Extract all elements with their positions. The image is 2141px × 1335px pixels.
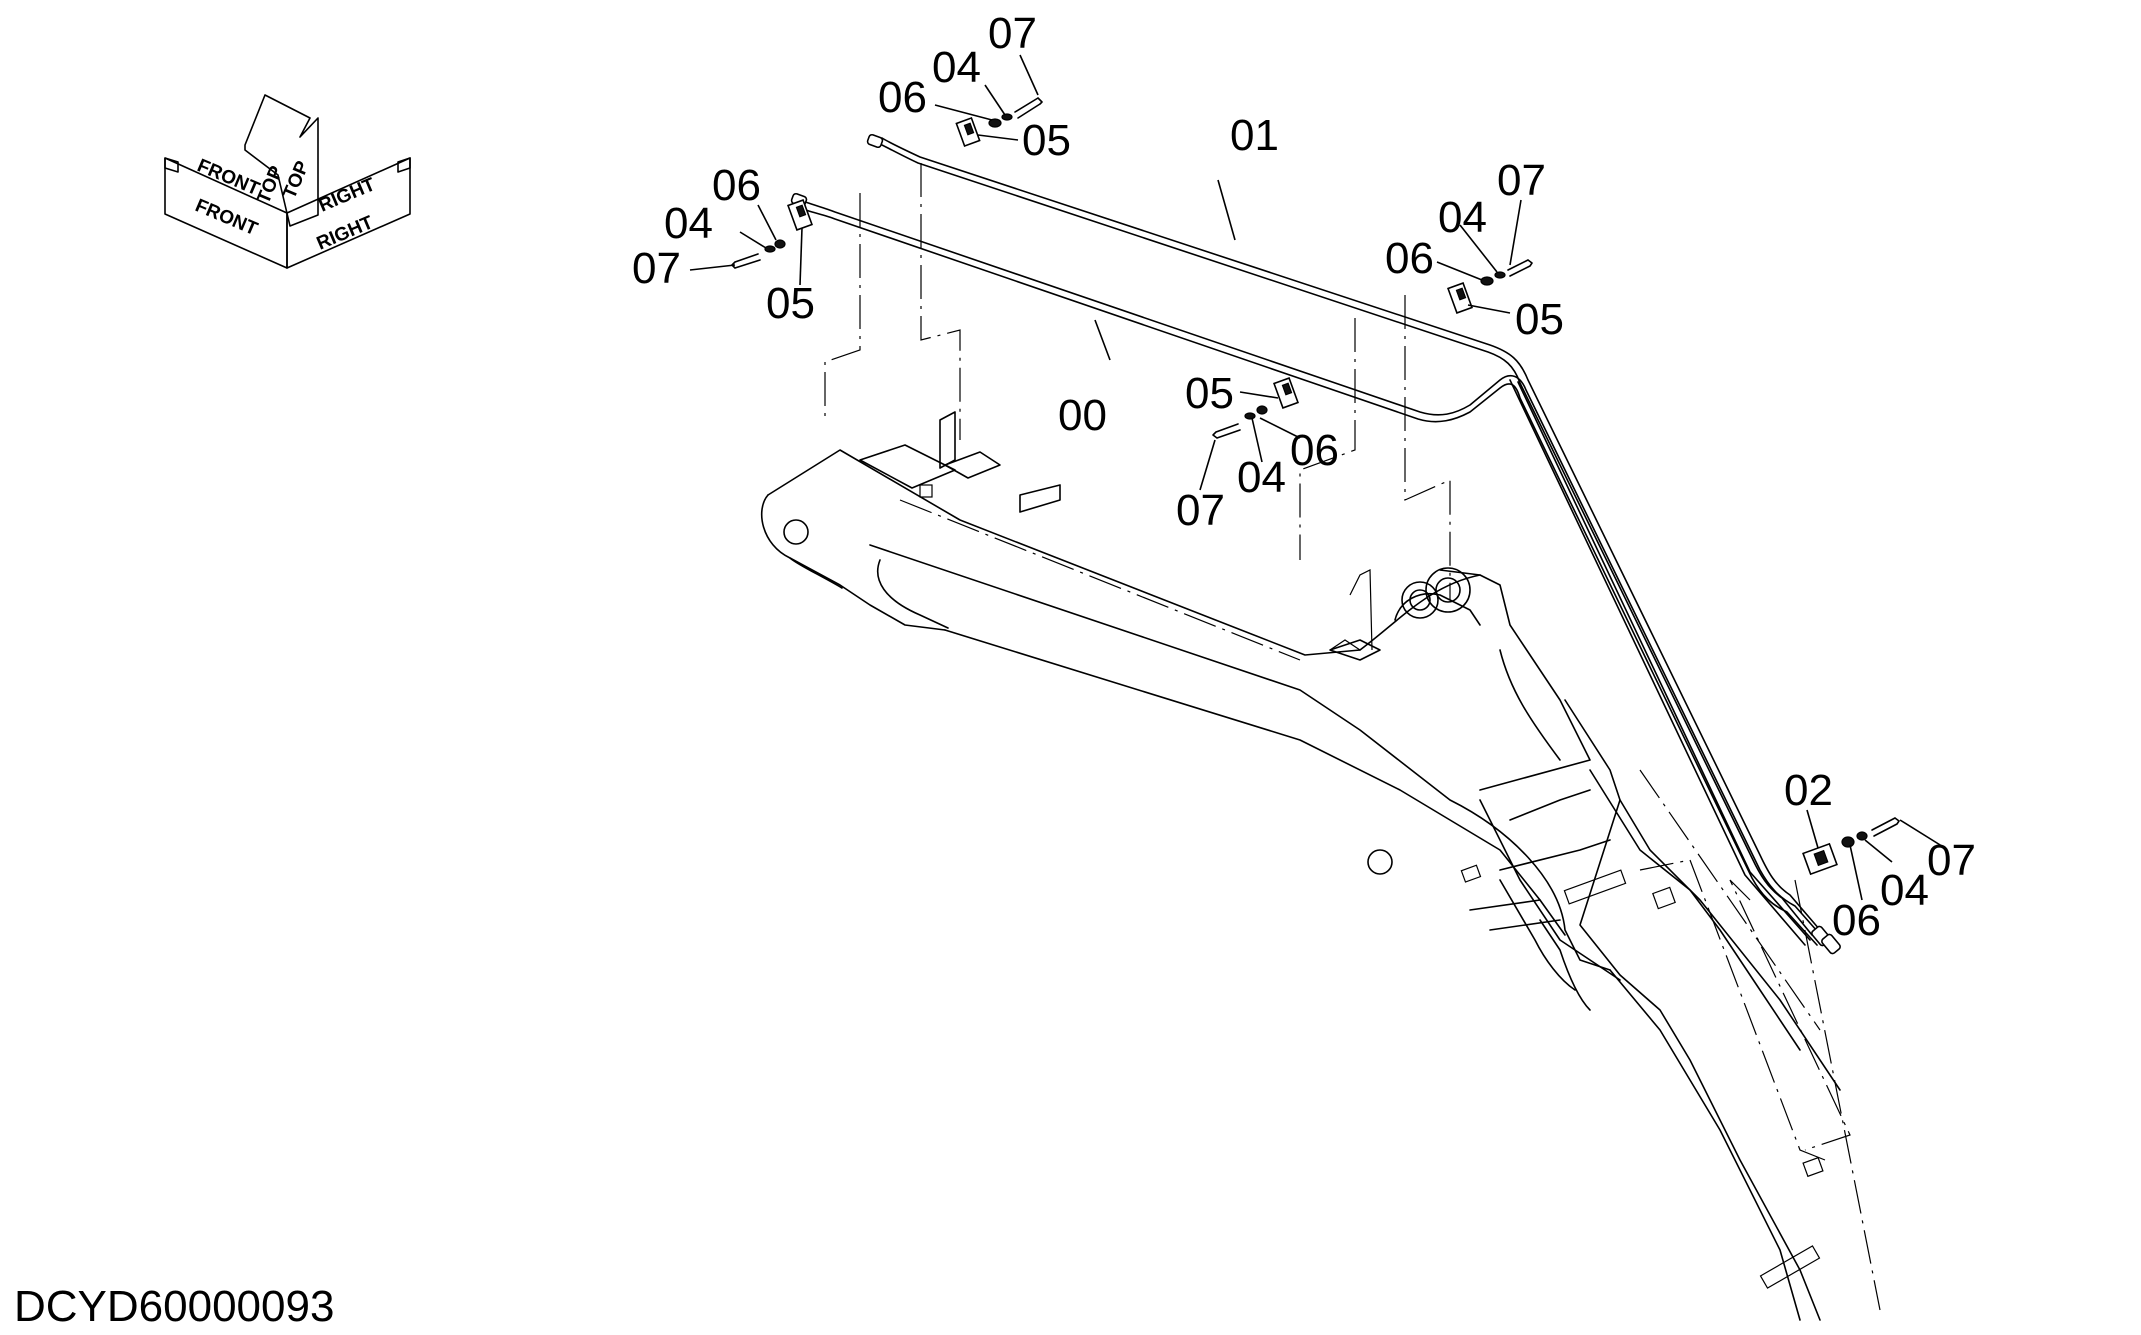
callout-01: 01 (1230, 111, 1279, 160)
callout-05: 05 (1185, 369, 1234, 418)
drawing-code-label: DCYD60000093 (14, 1282, 335, 1331)
front-direction-label: FRONT (192, 195, 261, 240)
callout-06: 06 (878, 73, 927, 122)
callout-05: 05 (766, 279, 815, 328)
callout-04: 04 (664, 199, 713, 248)
callout-04: 04 (1237, 453, 1286, 502)
top-direction-label-mirrored: TOP (279, 158, 314, 202)
callout-04: 04 (1880, 866, 1929, 915)
callout-06: 06 (1385, 234, 1434, 283)
callout-07: 07 (988, 9, 1037, 58)
callout-07: 07 (1927, 836, 1976, 885)
callout-07: 07 (1176, 486, 1225, 535)
clamp-hardware (731, 97, 1900, 876)
right-direction-label: RIGHT (314, 212, 377, 255)
pipe-00 (799, 199, 1826, 941)
callout-06: 06 (1290, 426, 1339, 475)
pipe-assembly (790, 133, 1841, 955)
front-direction-label-mirrored: FRONT (194, 155, 263, 200)
callout-05: 05 (1022, 116, 1071, 165)
pipe-01 (881, 137, 1821, 931)
callout-leader-lines (689, 54, 1946, 901)
callout-labels: 01 00 07 04 06 05 06 04 07 05 07 04 06 0… (632, 9, 1976, 945)
callout-05: 05 (1515, 295, 1564, 344)
callout-02: 02 (1784, 766, 1833, 815)
callout-06: 06 (1832, 896, 1881, 945)
callout-06: 06 (712, 161, 761, 210)
right-direction-label-mirrored: RIGHT (316, 174, 379, 217)
callout-07: 07 (1497, 156, 1546, 205)
assembly-center-lines (824, 163, 1881, 1311)
boom-outline (760, 411, 1841, 1321)
callout-07: 07 (632, 244, 681, 293)
callout-04: 04 (1438, 193, 1487, 242)
callout-04: 04 (932, 43, 981, 92)
callout-00: 00 (1058, 391, 1107, 440)
orientation-cube-symbol: FRONT FRONT TOP TOP RIGHT RIGHT (164, 94, 411, 269)
